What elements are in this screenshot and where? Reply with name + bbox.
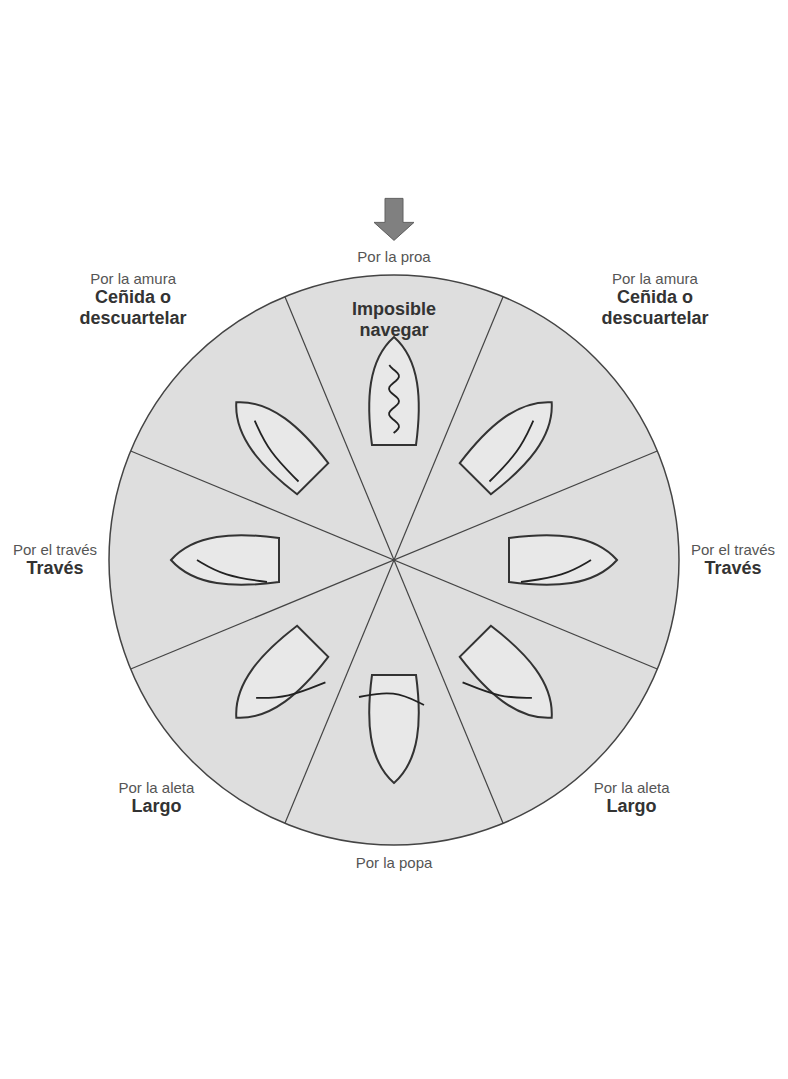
- sail-line: [197, 560, 267, 582]
- point-of-sail-name: Ceñida o descuartelar: [58, 287, 208, 328]
- label-group: Por la aletaLargo: [594, 779, 670, 817]
- sector-line: [285, 297, 503, 824]
- sail-line: [359, 693, 424, 705]
- boat-hull: [219, 385, 330, 496]
- wind-direction-label: Por la amura: [58, 270, 208, 287]
- label-group: Por el travésTravés: [13, 541, 97, 579]
- point-of-sail-name: Largo: [594, 796, 670, 817]
- point-of-sail-name: Través: [691, 558, 775, 579]
- label-group: Por el travésTravés: [691, 541, 775, 579]
- sail-line: [481, 421, 542, 482]
- wind-direction-label: Por la popa: [356, 854, 433, 871]
- sail-line: [246, 421, 307, 482]
- wind-direction-label: Por la aleta: [594, 779, 670, 796]
- sail-line: [256, 655, 325, 724]
- label-group: Por la aletaLargo: [118, 779, 194, 817]
- sail-line: [389, 365, 399, 433]
- boat-hull: [219, 624, 330, 735]
- boat-symbol: [219, 385, 330, 496]
- boat-hull: [509, 535, 617, 585]
- label-group: Por la popa: [356, 854, 433, 871]
- point-of-sail-name: Largo: [118, 796, 194, 817]
- wind-direction-label: Por la amura: [580, 270, 730, 287]
- boat-symbol: [448, 624, 569, 745]
- sector-line: [285, 297, 503, 824]
- point-of-sail-name: Través: [13, 558, 97, 579]
- boat-symbol: [369, 337, 419, 445]
- label-group: Por la amuraCeñida o descuartelar: [58, 270, 208, 329]
- wind-direction-label: Por la aleta: [118, 779, 194, 796]
- boat-hull: [458, 624, 569, 735]
- boat-hull: [458, 385, 569, 496]
- boat-hull: [369, 337, 419, 445]
- compass-circle: [109, 275, 679, 845]
- boat-hull: [369, 675, 419, 783]
- label-group: Por la proa: [357, 248, 430, 265]
- wind-direction-label: Por la proa: [357, 248, 430, 265]
- boat-symbol: [359, 675, 424, 783]
- boat-symbol: [458, 385, 569, 496]
- boat-symbol: [171, 535, 279, 585]
- point-of-sail-name: Ceñida o descuartelar: [580, 287, 730, 328]
- sail-line: [521, 560, 591, 582]
- wind-direction-label: Por el través: [13, 541, 97, 558]
- boat-hull: [171, 535, 279, 585]
- wind-arrow: [374, 198, 414, 240]
- label-group: Imposible navegar: [319, 299, 469, 340]
- boat-symbol: [509, 535, 617, 585]
- point-of-sail-name: Imposible navegar: [319, 299, 469, 340]
- label-group: Por la amuraCeñida o descuartelar: [580, 270, 730, 329]
- boat-symbol: [219, 624, 340, 745]
- wind-direction-label: Por el través: [691, 541, 775, 558]
- sail-line: [463, 655, 532, 724]
